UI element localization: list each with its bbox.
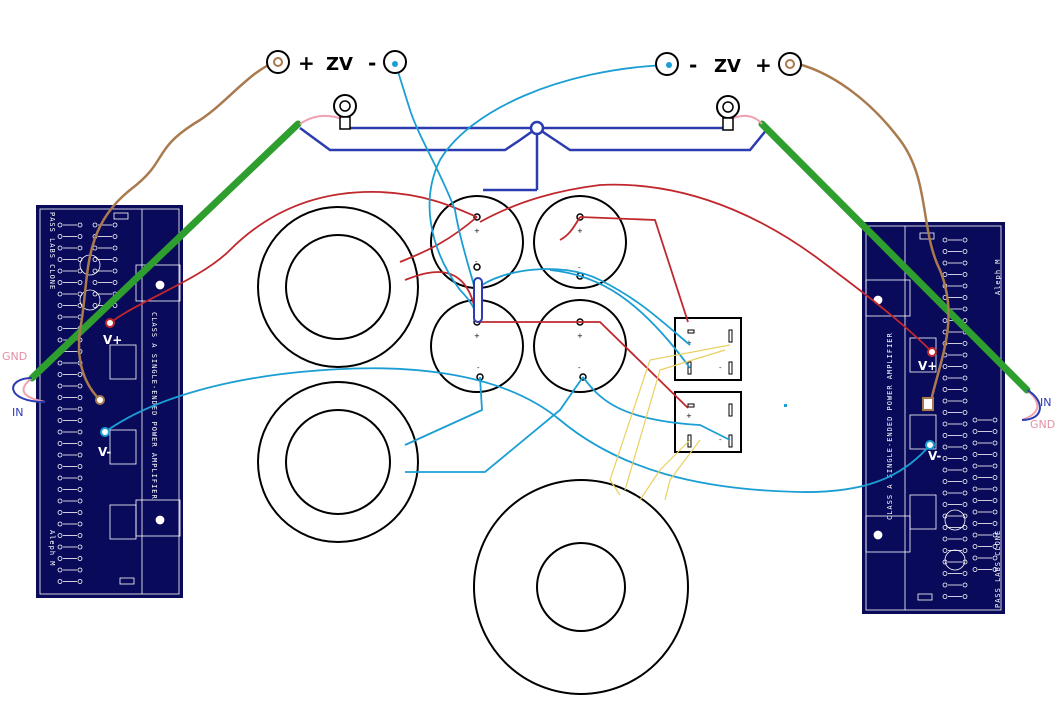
capacitor-bottom-right: + - xyxy=(533,299,627,393)
cap-tl-plus: + xyxy=(474,227,480,235)
left-terminal-name: ZV xyxy=(326,54,353,75)
right-terminal-plus: + xyxy=(755,53,772,77)
right-board-title: PASS LABS CLONE xyxy=(994,530,1002,608)
right-brown-terminal xyxy=(922,397,934,411)
capacitor-top-right: + - xyxy=(533,195,627,289)
right-vplus-label: V+ xyxy=(918,359,937,373)
left-board-model: Aleph M xyxy=(48,530,56,567)
cyan-link xyxy=(473,277,483,323)
right-top-terminals: - ZV + xyxy=(655,52,802,131)
left-gnd-label: GND xyxy=(2,350,27,363)
right-terminal-minus: - xyxy=(689,53,697,77)
left-brown-terminal xyxy=(95,395,105,405)
left-input-loop xyxy=(12,377,46,403)
right-amplifier-board: PASS LABS CLONE CLASS A SINGLE-ENDED POW… xyxy=(862,222,1005,614)
left-terminal-plus: + xyxy=(298,51,315,75)
right-terminal-name: ZV xyxy=(714,56,741,77)
stray-dot xyxy=(784,404,787,407)
right-gnd-label: GND xyxy=(1030,418,1055,431)
right-board-subtitle: CLASS A SINGLE-ENDED POWER AMPLIFIER xyxy=(886,332,894,520)
cap-bl-minus: - xyxy=(477,364,480,372)
left-terminal-minus: - xyxy=(368,51,376,75)
right-input-loop xyxy=(1021,389,1041,421)
yellow-wires xyxy=(609,344,731,501)
left-board-title: PASS LABS CLONE xyxy=(48,212,56,290)
green-wire-right xyxy=(758,120,1031,394)
left-lower-toroid xyxy=(257,381,419,543)
brown-wires xyxy=(77,58,950,406)
main-transformer xyxy=(473,479,689,695)
bridge-rectifier-lower: + - xyxy=(674,391,742,453)
cap-br-minus: - xyxy=(578,364,581,372)
left-top-terminals: + ZV - xyxy=(266,50,407,130)
red-terminals xyxy=(105,318,937,357)
cap-br-plus: + xyxy=(577,332,583,340)
left-vplus-label: V+ xyxy=(103,333,122,347)
cyan-terminals xyxy=(100,427,935,450)
bridge-lower-minus: - xyxy=(719,436,722,444)
bridge-lower-plus: + xyxy=(686,412,692,420)
cap-tr-plus: + xyxy=(577,227,583,235)
green-wire-left xyxy=(28,120,302,382)
left-in-label: IN xyxy=(12,406,23,419)
cyan-wires xyxy=(104,61,931,493)
right-board-model: Aleph M xyxy=(994,258,1002,295)
cap-tl-minus: - xyxy=(475,258,478,266)
left-vminus-label: V- xyxy=(98,445,111,459)
left-upper-toroid xyxy=(257,206,419,368)
cap-tr-minus: - xyxy=(578,264,581,272)
cap-bl-plus: + xyxy=(474,332,480,340)
red-wires xyxy=(109,183,933,409)
ground-bus xyxy=(299,120,769,192)
bridge-upper-minus: - xyxy=(719,364,722,372)
left-amplifier-board: PASS LABS CLONE CLASS A SINGLE-ENDED POW… xyxy=(36,205,183,598)
right-in-label: IN xyxy=(1040,396,1051,409)
right-vminus-label: V- xyxy=(928,449,941,463)
